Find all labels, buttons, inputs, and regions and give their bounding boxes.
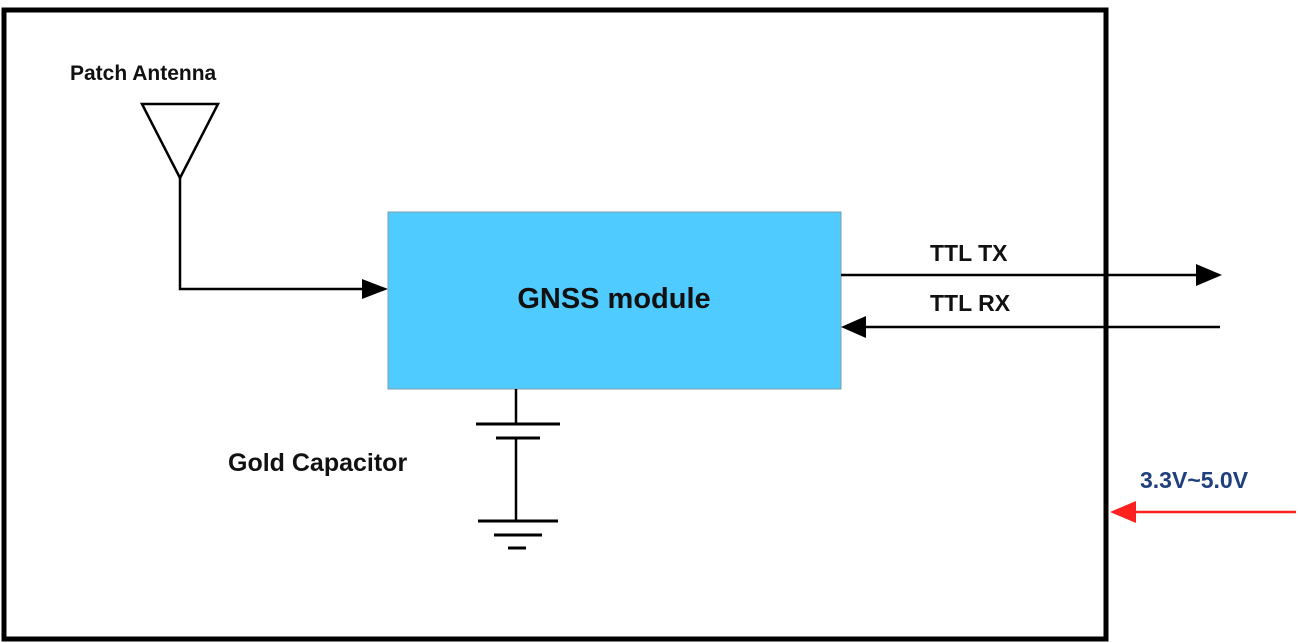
outer-enclosure [1, 7, 1109, 642]
ttl-rx-label: TTL RX [930, 290, 1011, 316]
antenna-feed-arrowhead [362, 279, 388, 299]
ttl-rx-arrowhead [841, 316, 866, 338]
patch-antenna-label: Patch Antenna [70, 62, 217, 85]
antenna-feed-line [178, 178, 362, 291]
ttl-tx-label: TTL TX [930, 240, 1008, 266]
ground-icon [478, 519, 558, 550]
gold-capacitor-label: Gold Capacitor [228, 449, 407, 477]
power-input-label: 3.3V~5.0V [1140, 467, 1249, 493]
ttl-tx-arrowhead [1196, 264, 1222, 286]
antenna-icon [139, 102, 221, 181]
gnss-module-box [387, 211, 842, 390]
gnss-module-label: GNSS module [517, 283, 710, 315]
power-input-arrowhead [1110, 501, 1136, 523]
